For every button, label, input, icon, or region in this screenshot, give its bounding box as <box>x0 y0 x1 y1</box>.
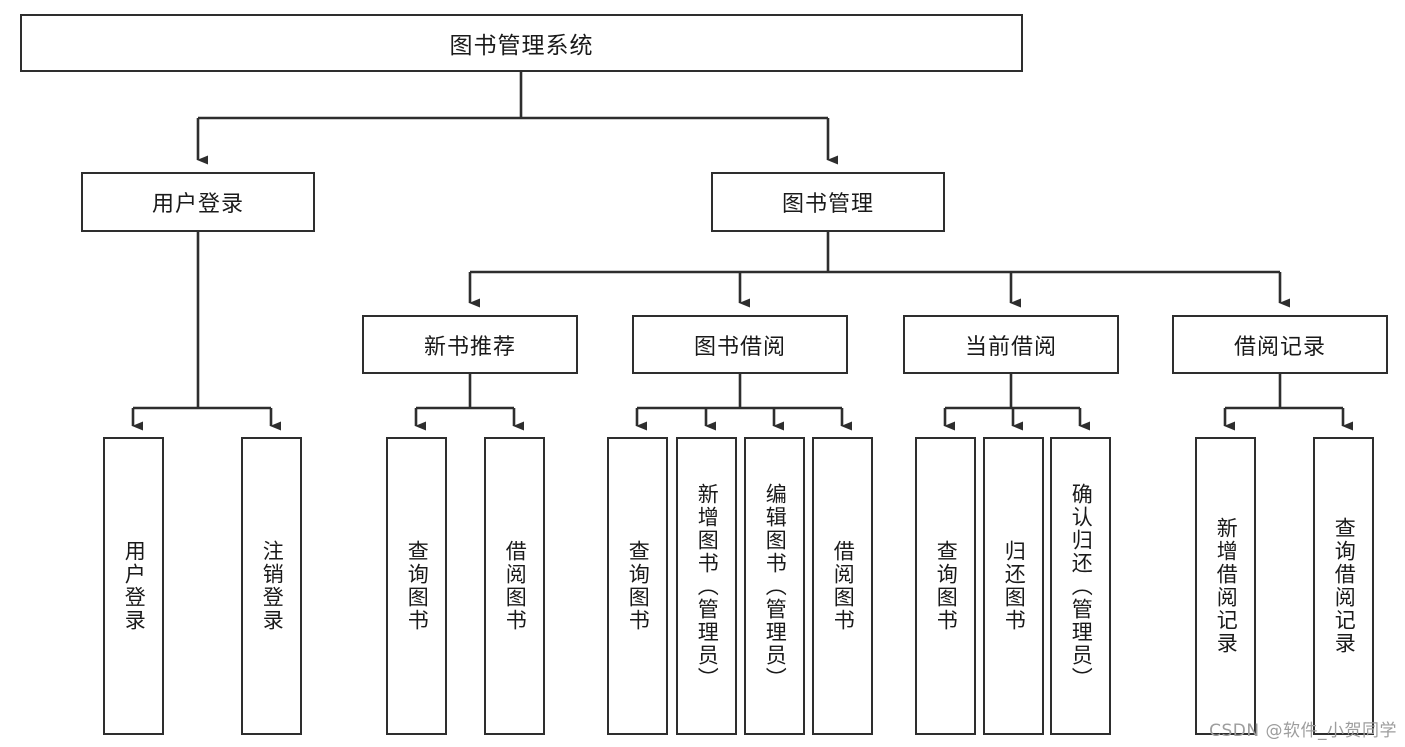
node-borrow-record[interactable]: 借阅记录 <box>1172 315 1388 374</box>
node-user-login[interactable]: 用户登录 <box>81 172 315 232</box>
leaf-label: 借阅图书 <box>831 540 856 632</box>
leaf-label: 确认归还（管理员） <box>1069 482 1094 690</box>
csdn-watermark: CSDN @软件_小贺同学 <box>1209 721 1397 741</box>
leaf-query-book-recommend[interactable]: 查询图书 <box>386 437 447 735</box>
node-new-book-recommend[interactable]: 新书推荐 <box>362 315 578 374</box>
node-current-borrow-label: 当前借阅 <box>964 334 1057 360</box>
leaf-label: 注销登录 <box>260 540 285 632</box>
node-book-management[interactable]: 图书管理 <box>711 172 945 232</box>
node-root[interactable]: 图书管理系统 <box>20 14 1023 72</box>
leaf-label: 用户登录 <box>122 540 147 632</box>
leaf-add-book-admin[interactable]: 新增图书（管理员） <box>676 437 737 735</box>
leaf-query-borrow-record[interactable]: 查询借阅记录 <box>1313 437 1374 735</box>
leaf-label: 查询图书 <box>405 540 430 632</box>
leaf-edit-book-admin[interactable]: 编辑图书（管理员） <box>744 437 805 735</box>
leaf-label: 查询借阅记录 <box>1332 517 1357 655</box>
node-book-management-label: 图书管理 <box>781 192 874 217</box>
node-user-login-label: 用户登录 <box>151 192 244 217</box>
node-book-borrow[interactable]: 图书借阅 <box>632 315 848 374</box>
leaf-return-book[interactable]: 归还图书 <box>983 437 1044 735</box>
node-root-label: 图书管理系统 <box>449 33 594 59</box>
leaf-label: 查询图书 <box>626 540 651 632</box>
node-book-borrow-label: 图书借阅 <box>693 334 786 360</box>
leaf-label: 借阅图书 <box>503 540 528 632</box>
leaf-user-login[interactable]: 用户登录 <box>103 437 164 735</box>
leaf-logout-login[interactable]: 注销登录 <box>241 437 302 735</box>
leaf-label: 新增图书（管理员） <box>695 482 720 690</box>
leaf-label: 新增借阅记录 <box>1214 517 1239 655</box>
leaf-confirm-return-admin[interactable]: 确认归还（管理员） <box>1050 437 1111 735</box>
leaf-borrow-book-recommend[interactable]: 借阅图书 <box>484 437 545 735</box>
leaf-query-book-borrow[interactable]: 查询图书 <box>607 437 668 735</box>
leaf-borrow-book[interactable]: 借阅图书 <box>812 437 873 735</box>
leaf-query-book-current[interactable]: 查询图书 <box>915 437 976 735</box>
leaf-label: 查询图书 <box>934 540 959 632</box>
node-new-book-recommend-label: 新书推荐 <box>423 334 516 360</box>
leaf-add-borrow-record[interactable]: 新增借阅记录 <box>1195 437 1256 735</box>
leaf-label: 编辑图书（管理员） <box>763 482 788 690</box>
leaf-label: 归还图书 <box>1002 540 1027 632</box>
node-borrow-record-label: 借阅记录 <box>1233 334 1326 360</box>
node-current-borrow[interactable]: 当前借阅 <box>903 315 1119 374</box>
